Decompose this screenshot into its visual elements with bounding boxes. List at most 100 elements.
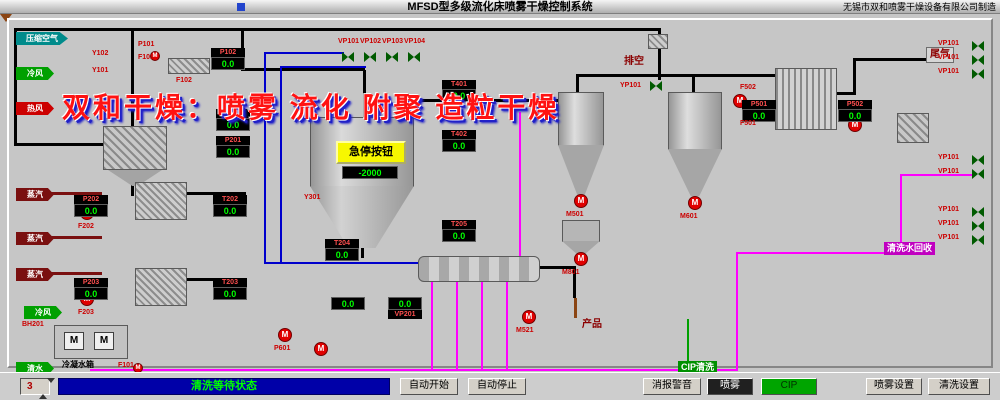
air-heater-bottom <box>135 268 187 306</box>
valve-icon[interactable] <box>972 152 984 165</box>
spray-button[interactable]: 喷雾 <box>707 378 753 395</box>
motor-icon[interactable]: M <box>522 310 536 324</box>
cyclone-separator <box>558 92 604 146</box>
pipe-segment <box>413 99 560 102</box>
instrument-tag: VP101 <box>938 234 960 241</box>
valve-icon[interactable] <box>650 78 662 91</box>
page-title: MFSD型多级流化床喷雾干燥控制系统 <box>407 1 593 13</box>
pipe-segment <box>836 92 856 95</box>
pipe-segment <box>900 174 902 252</box>
instrument-tag: VP101 <box>938 54 960 61</box>
motor-icon[interactable]: M <box>64 332 84 350</box>
spinner-arrows-icon[interactable] <box>39 378 55 399</box>
auto-stop-button[interactable]: 自动停止 <box>468 378 526 395</box>
motor-icon[interactable]: M <box>150 51 160 61</box>
instrument-tag: YP101 <box>938 154 960 161</box>
motor-icon[interactable]: M <box>278 328 292 342</box>
display-tag: VP201 <box>388 310 422 319</box>
page-spinner[interactable]: 3 <box>20 378 55 399</box>
valve-icon[interactable] <box>408 49 420 62</box>
pipe-segment <box>264 262 420 264</box>
instrument-tag: Y101 <box>92 67 109 74</box>
instrument-tag: VP101 <box>938 220 960 227</box>
display-value: -2000 <box>342 166 398 179</box>
pipe-segment <box>186 192 246 195</box>
valve-icon[interactable] <box>972 52 984 65</box>
clean-settings-button[interactable]: 清洗设置 <box>928 378 990 395</box>
pipe-segment <box>361 246 364 258</box>
display-value: 0.0 <box>216 145 250 158</box>
valve-icon[interactable] <box>386 49 398 62</box>
display-tag: T204 <box>325 239 359 248</box>
display-tag: T401 <box>442 80 476 89</box>
stream-label: 压缩空气 <box>16 32 68 45</box>
exhaust-filter <box>897 113 929 143</box>
instrument-tag: VP103 <box>382 38 404 45</box>
pipe-segment <box>692 74 695 92</box>
motor-icon[interactable]: M <box>688 196 702 210</box>
instrument-tag: 清洗水回收 <box>884 242 936 255</box>
valve-icon[interactable] <box>972 166 984 179</box>
window-icon <box>237 3 245 11</box>
stream-label: 蒸汽 <box>16 232 54 245</box>
display-value: 0.0 <box>442 89 476 102</box>
spinner-up-icon[interactable] <box>39 383 47 399</box>
instrument-tag: F502 <box>740 84 756 91</box>
motor-icon[interactable]: M <box>574 194 588 208</box>
pipe-segment <box>14 28 242 31</box>
valve-icon[interactable] <box>972 204 984 217</box>
pipe-segment <box>519 112 521 280</box>
instrument-tag: M601 <box>680 213 698 220</box>
instrument-tag: VP102 <box>360 38 382 45</box>
instrument-tag: BH201 <box>22 321 44 328</box>
display-tag: P502 <box>838 100 872 109</box>
spinner-value: 3 <box>27 381 33 392</box>
pipe-segment <box>736 252 738 370</box>
display-value: 0.0 <box>442 139 476 152</box>
valve-icon[interactable] <box>364 49 376 62</box>
auto-start-button[interactable]: 自动开始 <box>400 378 458 395</box>
valve-icon[interactable] <box>342 49 354 62</box>
status-banner: 清洗等待状态 <box>58 378 390 395</box>
display-tag: T201 <box>216 109 250 118</box>
vent-filter <box>648 34 668 49</box>
display-value: 0.0 <box>216 118 250 131</box>
spray-settings-button[interactable]: 喷雾设置 <box>866 378 922 395</box>
cip-button[interactable]: CIP <box>761 378 817 395</box>
valve-icon[interactable] <box>972 66 984 79</box>
motor-icon[interactable]: M <box>94 332 114 350</box>
valve-icon[interactable] <box>972 38 984 51</box>
display-value: 0.0 <box>442 229 476 242</box>
pipe-segment <box>574 298 577 318</box>
instrument-tag: 排空 <box>624 56 644 67</box>
manufacturer-label: 无锡市双和喷雾干燥设备有限公司制造 <box>842 2 996 12</box>
spinner-down-icon[interactable] <box>47 378 55 394</box>
display-value: 0.0 <box>325 248 359 261</box>
mute-alarm-button[interactable]: 消报警音 <box>643 378 701 395</box>
pipe-segment <box>14 28 17 146</box>
pipe-segment <box>687 319 689 374</box>
instrument-tag: Y301 <box>304 194 321 201</box>
instrument-tag: M521 <box>516 327 534 334</box>
display-value: 0.0 <box>213 287 247 300</box>
display-tag: T205 <box>442 220 476 229</box>
instrument-tag: F101 <box>118 362 134 369</box>
valve-icon[interactable] <box>972 218 984 231</box>
powder-bin <box>668 92 722 150</box>
display-tag: P201 <box>216 136 250 145</box>
cyclone-separator-cone <box>558 145 604 195</box>
valve-icon[interactable] <box>972 232 984 245</box>
motor-icon[interactable]: M <box>314 342 328 356</box>
air-heater-top <box>168 58 210 74</box>
instrument-tag: F102 <box>176 77 192 84</box>
instrument-tag: VP101 <box>338 38 360 45</box>
emergency-stop-button[interactable]: 急停按钮 <box>336 141 406 164</box>
motor-icon[interactable]: M <box>574 252 588 266</box>
